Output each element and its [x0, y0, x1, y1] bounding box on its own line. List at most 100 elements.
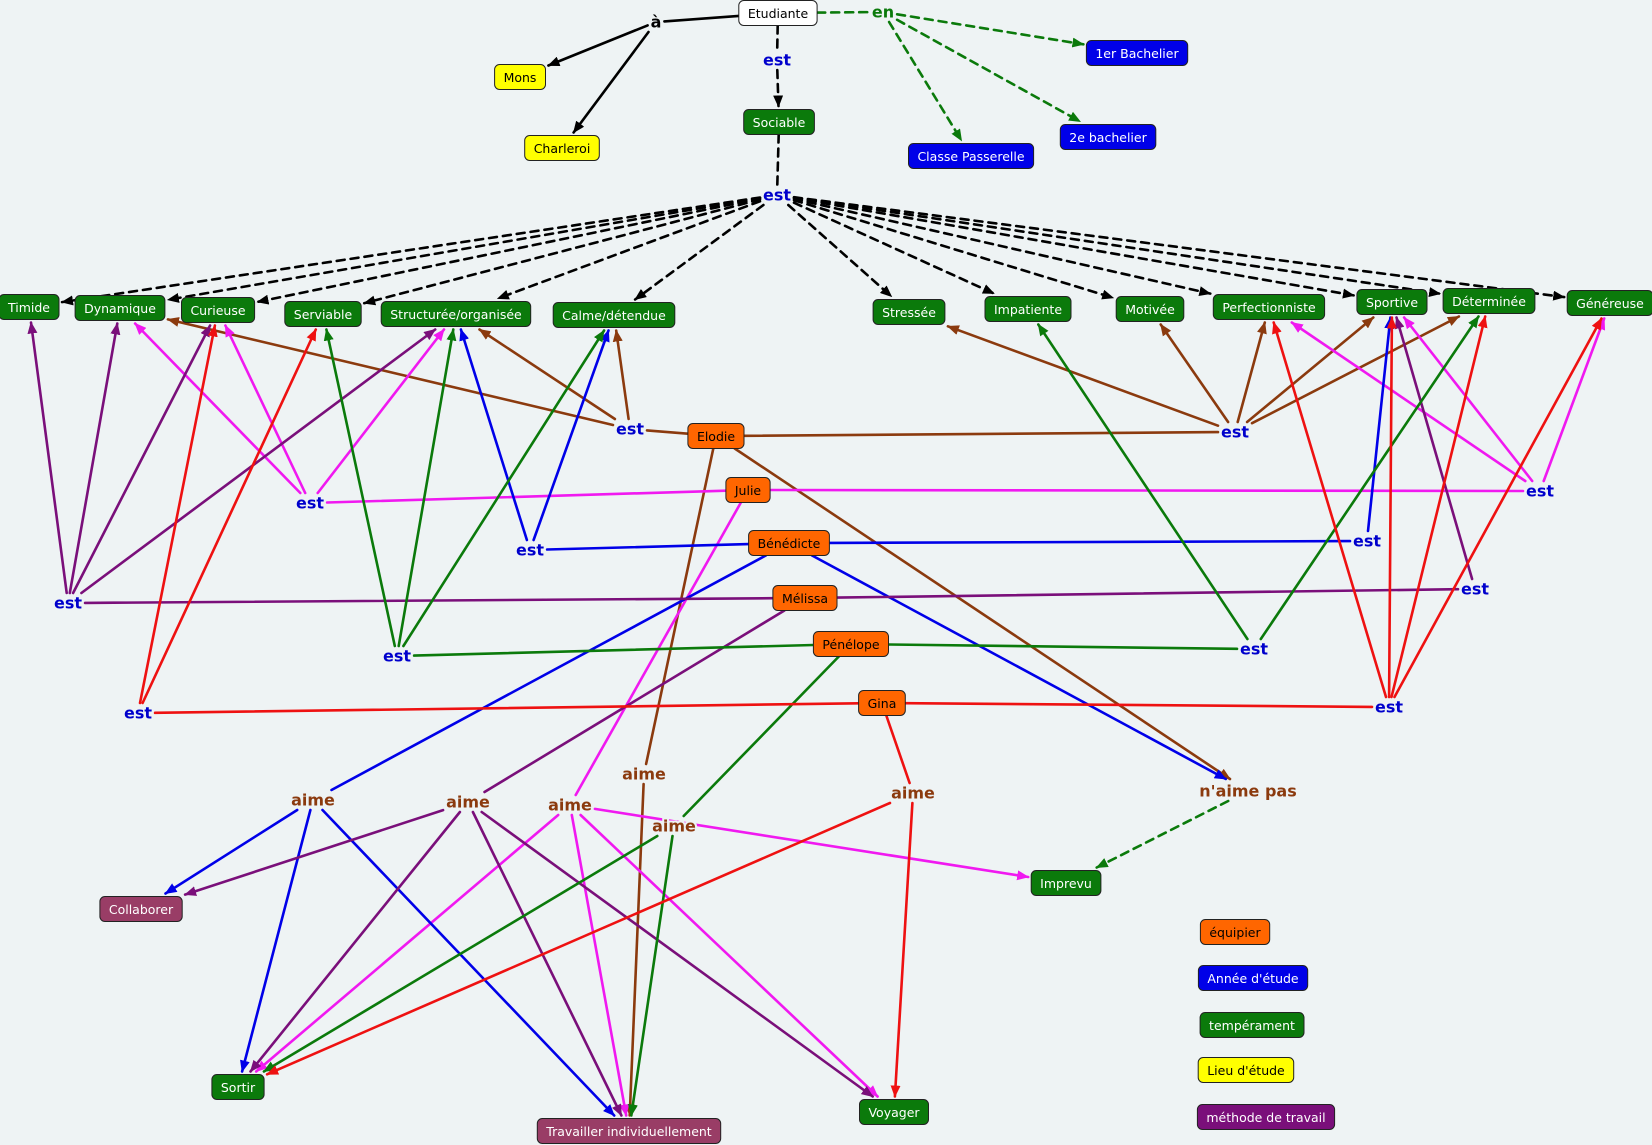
connection-aimeJ-imprevu: [593, 807, 1030, 881]
node-voyager[interactable]: Voyager: [859, 1099, 929, 1125]
connection-estM1-timide: [27, 321, 68, 595]
node-bac1[interactable]: 1er Bachelier: [1085, 40, 1189, 66]
node-genereuse[interactable]: Généreuse: [1566, 290, 1652, 316]
node-sortir-label: Sortir: [221, 1080, 256, 1095]
node-elodie[interactable]: Elodie: [687, 423, 745, 449]
node-sportive-label: Sportive: [1366, 295, 1418, 310]
node-passerelle[interactable]: Classe Passerelle: [908, 143, 1035, 169]
node-structuree-box: [380, 301, 532, 327]
node-collaborer-label: Collaborer: [109, 902, 174, 917]
connection-benedicte-naimepas: [810, 554, 1228, 781]
connection-sociable-est1: [775, 133, 781, 187]
connection-est1-calme: [633, 203, 765, 301]
node-travailler[interactable]: Travailler individuellement: [536, 1118, 722, 1144]
node-bac2[interactable]: 2e bachelier: [1059, 124, 1157, 150]
connection-benedicte-estB2: [828, 539, 1352, 545]
node-perfectionniste[interactable]: Perfectionniste: [1212, 294, 1326, 320]
connection-estJ2-sportive: [1402, 316, 1534, 483]
link-phrase-est0: est: [763, 51, 791, 70]
connection-est1-determinee: [792, 196, 1442, 298]
node-stressee-box: [872, 299, 946, 325]
link-phrase-aimeG: aime: [891, 784, 935, 803]
node-etudiante-box: [738, 0, 818, 26]
node-elodie-box: [687, 423, 745, 449]
connection-julie-estJ2: [768, 488, 1525, 493]
connections-layer: [27, 10, 1606, 1117]
node-melissa[interactable]: Mélissa: [772, 585, 838, 611]
connection-est1-timide: [60, 196, 762, 306]
link-phrase-estJ2: est: [1526, 482, 1554, 501]
node-serviable[interactable]: Serviable: [284, 301, 362, 327]
legend-lieu-item[interactable]: Lieu d'étude: [1197, 1057, 1295, 1083]
node-curieuse-box: [181, 297, 256, 323]
connection-est1-curieuse: [256, 197, 762, 305]
connection-en-bac1: [895, 13, 1085, 48]
connection-estG1-curieuse: [138, 324, 218, 705]
connection-estM1-curieuse: [71, 324, 212, 595]
node-genereuse-box: [1566, 290, 1652, 316]
connection-estG1-serviable: [141, 328, 318, 705]
node-gina[interactable]: Gina: [858, 690, 906, 716]
connection-est1-sportive: [792, 196, 1356, 299]
node-benedicte-label: Bénédicte: [758, 536, 821, 551]
connection-estB2-sportive: [1366, 316, 1395, 533]
node-serviable-box: [284, 301, 362, 327]
connection-melissa-estM1: [83, 596, 775, 605]
node-imprevu[interactable]: Imprevu: [1030, 870, 1102, 896]
node-penelope[interactable]: Pénélope: [812, 631, 890, 657]
connection-estE1-dynamique: [166, 317, 615, 427]
connection-gina-estG1: [153, 701, 860, 715]
connection-estB1-calme: [532, 329, 610, 542]
link-phrase-a: à: [651, 13, 662, 32]
node-penelope-box: [812, 631, 890, 657]
connection-aimeM-collaborer: [183, 808, 445, 896]
node-charleroi-label: Charleroi: [534, 141, 591, 156]
connection-est1-perfectionniste: [792, 197, 1212, 297]
node-julie[interactable]: Julie: [725, 477, 771, 503]
node-structuree[interactable]: Structurée/organisée: [380, 301, 532, 327]
node-etudiante[interactable]: Etudiante: [738, 0, 818, 26]
node-collaborer[interactable]: Collaborer: [99, 896, 183, 922]
node-benedicte[interactable]: Bénédicte: [748, 530, 830, 556]
connection-estJ1-curieuse: [224, 324, 307, 495]
connection-gina-estG2: [904, 701, 1374, 709]
link-phrase-estE2: est: [1221, 423, 1249, 442]
link-phrase-aimeM: aime: [446, 793, 490, 812]
node-calme-label: Calme/détendue: [562, 308, 666, 323]
node-dynamique[interactable]: Dynamique: [74, 295, 166, 321]
connection-estG2-sportive: [1386, 316, 1397, 699]
node-curieuse[interactable]: Curieuse: [181, 297, 256, 323]
connection-estJ2-perfectionniste: [1290, 321, 1527, 483]
node-determinee[interactable]: Déterminée: [1442, 288, 1536, 314]
connection-en-bac2: [895, 18, 1082, 123]
legend-annee-item[interactable]: Année d'étude: [1197, 965, 1309, 991]
legend-temperament-item[interactable]: tempérament: [1199, 1012, 1305, 1038]
node-impatiente[interactable]: Impatiente: [984, 296, 1072, 322]
node-calme[interactable]: Calme/détendue: [552, 302, 676, 328]
node-structuree-label: Structurée/organisée: [390, 307, 522, 322]
node-charleroi[interactable]: Charleroi: [524, 135, 600, 161]
connection-a-mons: [547, 24, 649, 67]
node-timide[interactable]: Timide: [0, 294, 60, 320]
node-timide-label: Timide: [7, 300, 50, 315]
node-motivee-box: [1115, 296, 1185, 322]
node-sportive[interactable]: Sportive: [1356, 289, 1428, 315]
connection-aimeJ-voyager: [579, 813, 879, 1098]
legend-equipier-item-box: [1199, 919, 1271, 945]
legend-equipier-item[interactable]: équipier: [1199, 919, 1271, 945]
node-mons[interactable]: Mons: [494, 64, 547, 90]
node-bac1-label: 1er Bachelier: [1095, 46, 1179, 61]
connection-penelope-estP2: [887, 643, 1239, 651]
node-genereuse-label: Généreuse: [1576, 296, 1644, 311]
node-calme-box: [552, 302, 676, 328]
legend-lieu-item-box: [1197, 1057, 1295, 1083]
node-stressee[interactable]: Stressée: [872, 299, 946, 325]
link-phrase-estP1: est: [383, 647, 411, 666]
legend-methode-item[interactable]: méthode de travail: [1196, 1104, 1336, 1130]
node-sortir[interactable]: Sortir: [211, 1074, 265, 1100]
connection-melissa-estM2: [835, 587, 1460, 599]
node-motivee[interactable]: Motivée: [1115, 296, 1185, 322]
node-sociable[interactable]: Sociable: [743, 109, 815, 135]
